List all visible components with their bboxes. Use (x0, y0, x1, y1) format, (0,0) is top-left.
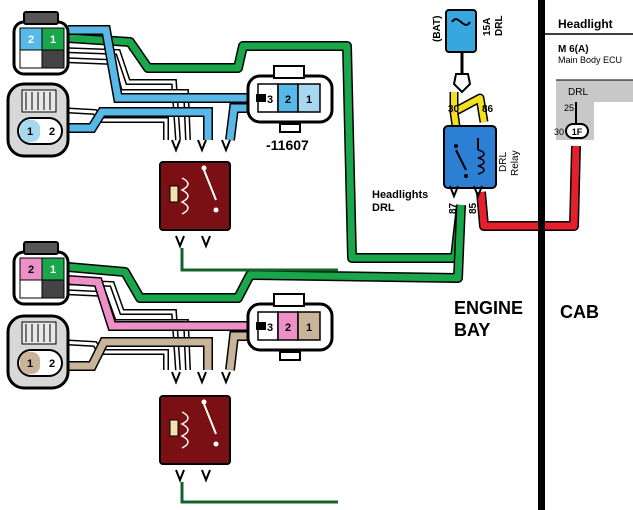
headlights-drl-label-2: DRL (372, 202, 395, 214)
drl-relay-name-1: DRL (498, 152, 509, 172)
relay-output-wires (180, 248, 338, 504)
upper-bulb-pin-1: 1 (27, 126, 33, 138)
upper-plug-pin-2: 2 (28, 34, 34, 46)
lower-relay (159, 371, 231, 483)
ecu-terminal-1f: 1F (572, 127, 583, 137)
upper-green-wire (67, 33, 466, 263)
fuse-name-label: DRL (494, 15, 505, 36)
lower-bulb-pin-2: 2 (49, 358, 55, 370)
lower-connector-pin-2: 2 (285, 322, 291, 334)
lower-plug-pin-1: 1 (50, 264, 56, 276)
ecu-connector-label: M 6(A) (558, 44, 589, 55)
engine-bay-label-1: ENGINE (454, 298, 523, 318)
lower-pink-wire (67, 275, 258, 331)
upper-bulb-pin-2: 2 (49, 126, 55, 138)
drl-relay-pin-86: 86 (482, 104, 494, 115)
lower-harness-connector: 3 2 1 (246, 293, 334, 361)
ecu-title: Headlight (558, 17, 613, 31)
yellow-wires (449, 52, 489, 127)
lower-connector-pin-3: 3 (267, 322, 273, 334)
drl-relay (443, 125, 497, 199)
ecu-signal-label: DRL (568, 87, 588, 98)
drl-relay-pin-85: 85 (468, 202, 479, 214)
drl-relay-name-2: Relay (510, 150, 521, 176)
upper-relay (159, 139, 231, 249)
upper-headlight-plug: 2 1 (12, 11, 70, 76)
ecu-module-label: Main Body ECU (558, 55, 622, 65)
lower-connector-pin-1: 1 (306, 322, 312, 334)
upper-connector-pin-1: 1 (306, 94, 312, 106)
main-body-ecu (545, 33, 633, 140)
upper-blue-wires (62, 25, 258, 141)
firewall-divider (538, 0, 545, 510)
upper-bulb-socket: 1 2 (6, 82, 70, 158)
upper-connector-pin-3: 3 (267, 94, 273, 106)
lower-headlight-plug: 2 1 (12, 241, 70, 306)
fuse-rating-label: 15A (482, 18, 493, 36)
lower-bulb-pin-1: 1 (27, 358, 33, 370)
ecu-pin-25: 25 (564, 103, 574, 113)
upper-harness-connector: 3 2 1 (246, 65, 334, 133)
fuse-icon (445, 9, 477, 94)
upper-connector-pin-2: 2 (285, 94, 291, 106)
upper-plug-pin-1: 1 (50, 34, 56, 46)
red-wire (476, 145, 581, 231)
ecu-pin-30: 30 (554, 127, 564, 137)
drl-relay-pin-30: 30 (448, 104, 460, 115)
lower-plug-pin-2: 2 (28, 264, 34, 276)
part-number-label: -11607 (266, 137, 309, 153)
fuse-source-label: (BAT) (432, 16, 443, 42)
headlights-drl-label-1: Headlights (372, 189, 428, 201)
lower-green-wire (67, 204, 466, 303)
drl-relay-pin-87: 87 (448, 202, 459, 214)
engine-bay-label-2: BAY (454, 320, 490, 340)
cab-label: CAB (560, 302, 599, 322)
lower-bulb-socket: 1 2 (6, 314, 70, 390)
